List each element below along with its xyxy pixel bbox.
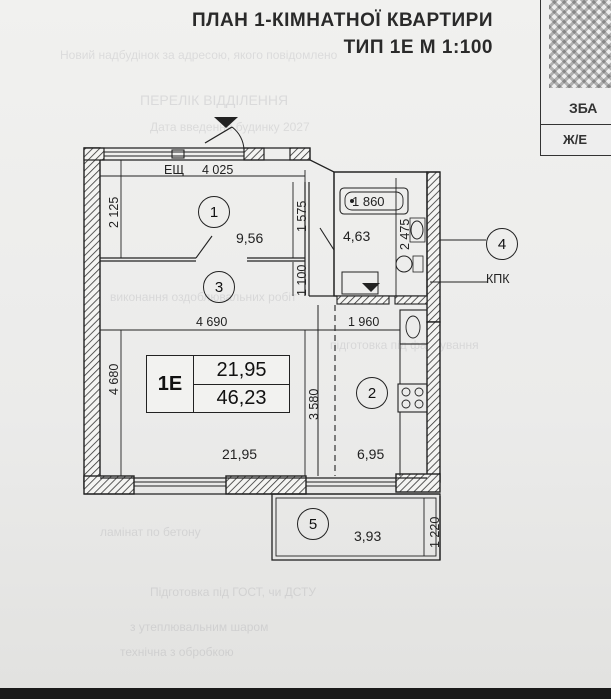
- wall-right-lower: [426, 321, 441, 483]
- dim-bath-width: 1 860: [352, 194, 385, 209]
- corner-stamp: ЗБА Ж/Е: [540, 0, 611, 156]
- dim-top-width: 4 025: [202, 163, 234, 177]
- bathtub: [339, 187, 409, 215]
- dim-hall-value: 1 100: [295, 264, 309, 296]
- apartment-type-code: 1Е: [147, 356, 194, 412]
- plan-subtitle: ТИП 1Е М 1:100: [343, 37, 493, 58]
- room-4-area: 4,63: [343, 228, 371, 244]
- wall-bottom-middle: [225, 475, 307, 495]
- dim-left-upper-value: 2 125: [107, 196, 121, 228]
- background-texture: виконання оздоблювальних робіт: [110, 290, 297, 304]
- wall-bottom-right: [395, 473, 441, 493]
- living-area-value: 21,95: [194, 356, 289, 385]
- wall-top-left: [83, 147, 105, 161]
- kitchen-counter: [399, 343, 428, 385]
- room-4-marker: 4: [486, 228, 518, 260]
- wall-bottom-left: [83, 475, 135, 495]
- entry-door: [204, 126, 233, 144]
- background-texture: Підготовка під ГОСТ, чи ДСТУ: [150, 585, 316, 599]
- door-room1: [195, 235, 213, 259]
- dim-bath-height-value: 2 475: [398, 218, 412, 250]
- stove: [397, 383, 428, 413]
- background-texture: ПЕРЕЛІК ВІДДІЛЕННЯ: [140, 92, 289, 108]
- dim-living-width: 4 690: [196, 315, 228, 329]
- apartment-summary: 1Е 21,95 46,23: [146, 355, 290, 413]
- label-kpk: КПК: [486, 272, 510, 286]
- stamp-text-2: Ж/Е: [563, 132, 588, 147]
- total-area-value: 46,23: [216, 386, 267, 409]
- electrical-panel: [171, 149, 185, 159]
- room-1-area: 9,56: [236, 230, 264, 246]
- entrance-arrow: [214, 117, 238, 128]
- dim-kitchen-width: 1 960: [348, 315, 380, 329]
- wall-top-middle: [243, 147, 265, 161]
- stamp-text-1: ЗБА: [569, 100, 598, 116]
- background-texture: Новий надбудінок за адресою, якого повід…: [60, 48, 338, 62]
- toilet: [395, 255, 413, 273]
- dim-balcony-value: 1 220: [428, 516, 442, 548]
- kitchen-sink: [399, 309, 428, 345]
- wall-right-upper: [426, 171, 441, 323]
- room-3-area: 21,95: [222, 446, 258, 462]
- dim-corridor-value: 1 575: [295, 200, 309, 232]
- room-2-marker: 2: [356, 377, 388, 409]
- room-3-marker: 3: [203, 271, 235, 303]
- background-texture: технічна з обробкою: [120, 645, 234, 659]
- dim-kitchen-height-value: 3 580: [307, 388, 321, 420]
- background-texture: Дата введення будинку 2027: [150, 120, 310, 134]
- plan-title: ПЛАН 1-КІМНАТНОЇ КВАРТИРИ: [191, 10, 493, 31]
- background-texture: підготовка під фарбування: [330, 338, 479, 352]
- background-texture: з утеплювальним шаром: [130, 620, 269, 634]
- wall-left: [83, 147, 101, 489]
- label-panel: ЕЩ: [164, 163, 185, 177]
- ventilation-shaft: [336, 295, 390, 305]
- room-5-area: 3,93: [354, 528, 382, 544]
- ornament-pattern: [549, 0, 611, 88]
- background-texture: ламінат по бетону: [100, 525, 201, 539]
- room-5-marker: 5: [297, 508, 329, 540]
- dim-left-lower-value: 4 680: [107, 363, 121, 395]
- sink: [410, 220, 424, 240]
- door-bathroom: [319, 227, 335, 251]
- room-1-marker: 1: [198, 196, 230, 228]
- room-2-area: 6,95: [357, 446, 385, 462]
- wall-top-right: [289, 147, 311, 161]
- photo-edge: [0, 688, 611, 699]
- shaft-arrow: [362, 283, 380, 292]
